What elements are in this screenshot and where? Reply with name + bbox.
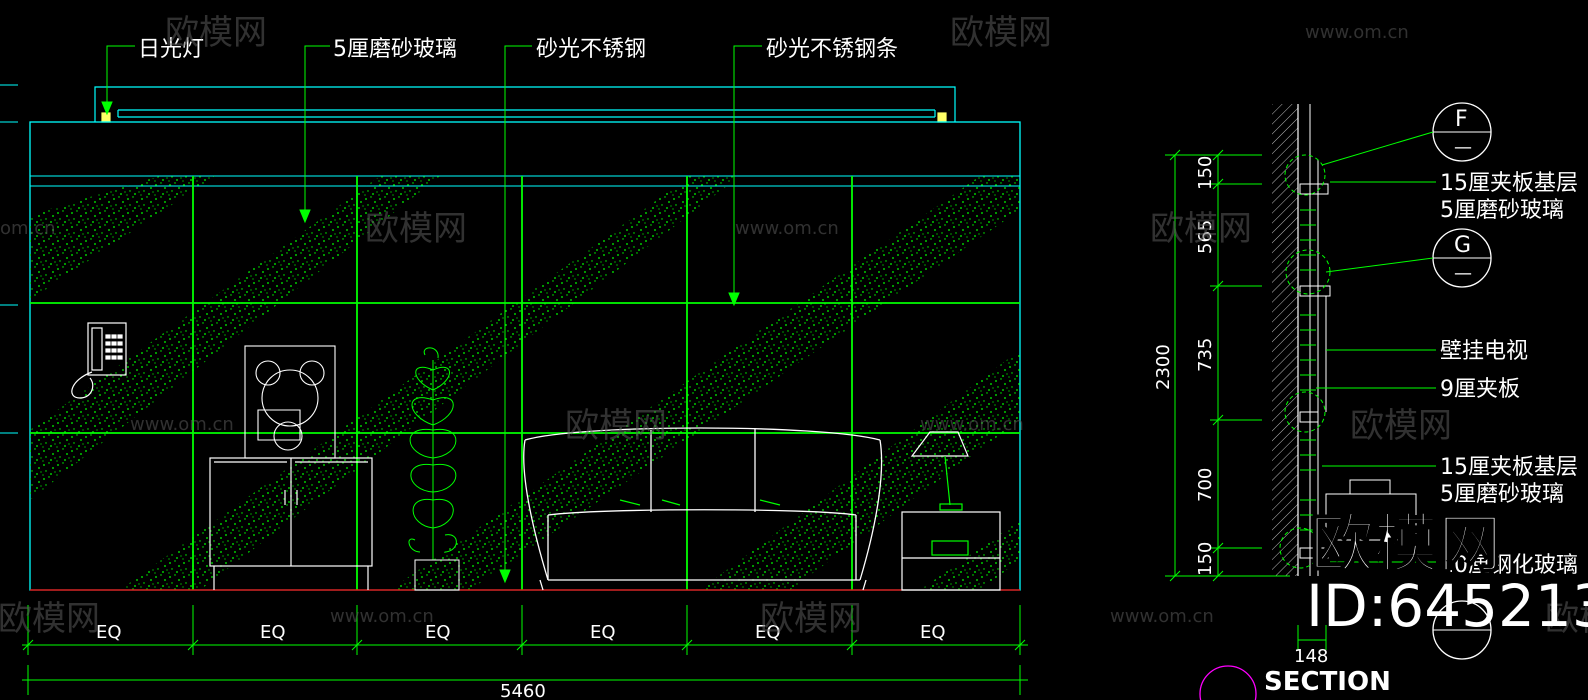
- section-wall-hatch: [1272, 104, 1298, 576]
- dim-150-top: 150: [1195, 156, 1216, 190]
- watermark-brand-9: 欧模网: [1545, 599, 1588, 639]
- dim-148: 148: [1294, 646, 1328, 667]
- watermarks: 欧模网 欧模网 欧模网 欧模网 欧模网 欧模网 欧模网 欧模网 欧模网 www.…: [0, 13, 1588, 640]
- sofa: [523, 427, 883, 591]
- section-leaders: [1316, 131, 1436, 563]
- watermark-id: ID:645213: [1306, 572, 1588, 640]
- section-detail-circles: [1279, 154, 1331, 569]
- section-ladder: [1300, 209, 1316, 531]
- potted-plant: [408, 347, 460, 591]
- watermark-brand-6: 欧模网: [1350, 406, 1452, 446]
- section-callout-plywood-9: 9厘夹板: [1440, 377, 1520, 402]
- stainless-steel-grid: [30, 176, 1020, 590]
- watermark-brand-4: 欧模网: [1150, 209, 1252, 249]
- marker-f-dash: —: [1454, 137, 1472, 158]
- section-dimensions: [1165, 149, 1327, 650]
- elevation-callouts: 日光灯 5厘磨砂玻璃 砂光不锈钢 砂光不锈钢条: [138, 37, 898, 62]
- watermark-brand-large: 欧模网: [1310, 508, 1502, 582]
- dim-565: 565: [1195, 220, 1216, 254]
- watermark-brand-group: 欧模网 欧模网 欧模网 欧模网 欧模网 欧模网 欧模网 欧模网 欧模网: [0, 13, 1588, 639]
- dim-overall-width: 5460: [500, 681, 546, 700]
- watermark-url-1: www.om.cn: [1305, 22, 1409, 43]
- marker-g-dash: —: [1454, 263, 1472, 284]
- fluorescent-light-box: [94, 86, 956, 123]
- elevation-view: 日光灯 5厘磨砂玻璃 砂光不锈钢 砂光不锈钢条: [0, 37, 1028, 700]
- section-callout-wall-tv: 壁挂电视: [1440, 339, 1528, 364]
- watermark-brand-1: 欧模网: [165, 13, 267, 53]
- detail-marker-g: G —: [1432, 228, 1492, 288]
- frosted-glass-pattern: [30, 176, 1020, 590]
- marker-g-letter: G: [1454, 233, 1471, 258]
- dim-total-height: 2300: [1153, 344, 1174, 390]
- watermark-brand-8: 欧模网: [760, 599, 862, 639]
- marker-f-letter: F: [1455, 107, 1468, 132]
- section-callout-tempered-glass: 10厘钢化玻璃: [1440, 553, 1578, 578]
- section-callout-frosted-glass-b: 5厘磨砂玻璃: [1440, 482, 1564, 507]
- dim-eq-4: EQ: [590, 622, 616, 643]
- elevation-dimensions: [22, 605, 1028, 695]
- watermark-brand-3: 欧模网: [365, 209, 467, 249]
- watermark-brand-2: 欧模网: [950, 13, 1052, 53]
- detail-marker-bottom: [1432, 600, 1492, 660]
- watermark-brand-5: 欧模网: [565, 406, 667, 446]
- section-callout-frosted-glass-a: 5厘磨砂玻璃: [1440, 198, 1564, 223]
- watermark-url-6: www.om.cn: [330, 606, 434, 627]
- section-callout-plywood-15-a: 15厘夹板基层: [1440, 171, 1578, 196]
- section-dimension-labels: 150 565 735 700 150 2300 148: [1153, 156, 1328, 667]
- section-title: SECTION: [1264, 667, 1391, 697]
- side-table-lamp: [901, 431, 1001, 591]
- dim-700: 700: [1195, 468, 1216, 502]
- watermark-url-2: om.cn: [0, 218, 56, 239]
- callout-brushed-steel-strip: 砂光不锈钢条: [766, 37, 898, 62]
- section-title-block: SECTION: [1199, 665, 1391, 700]
- dim-eq-1: EQ: [96, 622, 122, 643]
- elevation-dimension-labels: EQ EQ EQ EQ EQ EQ 5460: [96, 622, 946, 700]
- dim-735: 735: [1195, 338, 1216, 372]
- watermark-url-7: www.om.cn: [1110, 606, 1214, 627]
- dim-150-bottom: 150: [1195, 542, 1216, 576]
- wall-art: [244, 345, 336, 459]
- section-callout-plywood-15-b: 15厘夹板基层: [1440, 455, 1578, 480]
- wall-phone: [71, 322, 127, 399]
- watermark-url-4: www.om.cn: [130, 414, 234, 435]
- callout-leaders: [101, 45, 762, 584]
- section-panels: [1299, 160, 1417, 576]
- dim-eq-3: EQ: [425, 622, 451, 643]
- watermark-url-group: www.om.cn om.cn www.om.cn www.om.cn www.…: [0, 22, 1409, 627]
- dim-eq-6: EQ: [920, 622, 946, 643]
- watermark-url-5: www.om.cn: [920, 414, 1024, 435]
- callout-fluorescent-light: 日光灯: [138, 37, 204, 62]
- watermark-url-3: www.om.cn: [735, 218, 839, 239]
- section-callouts: 15厘夹板基层 5厘磨砂玻璃 壁挂电视 9厘夹板 15厘夹板基层 5厘磨砂玻璃 …: [1440, 171, 1578, 578]
- dim-eq-2: EQ: [260, 622, 286, 643]
- callout-brushed-steel: 砂光不锈钢: [536, 37, 646, 62]
- detail-marker-f: F —: [1432, 102, 1492, 162]
- watermark-brand-7: 欧模网: [0, 599, 100, 639]
- cabinet: [209, 457, 373, 590]
- left-edge-ticks: [0, 84, 18, 434]
- dim-eq-5: EQ: [755, 622, 781, 643]
- callout-frosted-glass: 5厘磨砂玻璃: [333, 37, 457, 62]
- section-view: F — G — 15厘夹板基层 5厘磨砂玻璃 壁挂电视 9厘夹板: [1153, 102, 1578, 700]
